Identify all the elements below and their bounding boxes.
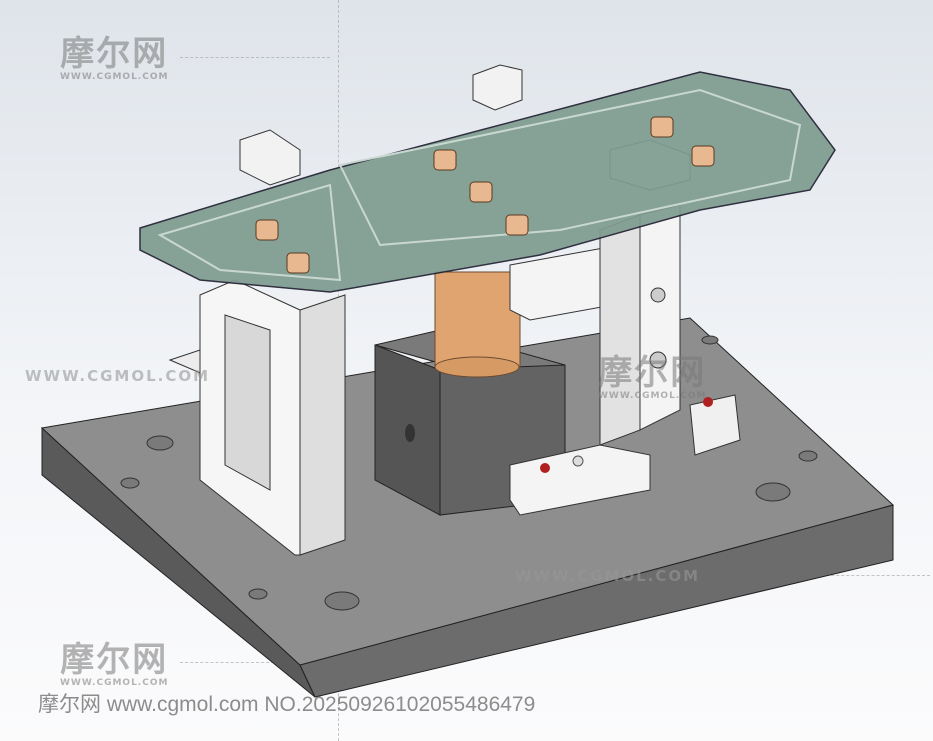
plate-hole	[248, 588, 268, 600]
left-bracket-slot	[224, 314, 271, 491]
bracket-hole	[650, 287, 666, 303]
pin-hole	[572, 455, 584, 467]
watermark-logo: 摩尔网 WWW.CGMOL.COM	[598, 355, 706, 401]
plate-hole	[798, 450, 818, 462]
right-bracket-foot	[509, 444, 651, 516]
watermark-logo-cn: 摩尔网	[60, 640, 169, 680]
nut	[286, 252, 310, 274]
watermark-logo: 摩尔网 WWW.CGMOL.COM	[60, 642, 168, 688]
watermark-logo-en: WWW.CGMOL.COM	[60, 678, 169, 688]
cylinder-body	[434, 271, 521, 368]
watermark-logo-en: WWW.CGMOL.COM	[60, 72, 169, 82]
red-pin	[540, 463, 550, 473]
tray-inner-right	[338, 88, 802, 247]
tray-inner-left	[157, 183, 342, 282]
watermark-url: WWW.CGMOL.COM	[25, 367, 211, 385]
watermark-url: WWW.CGMOL.COM	[515, 567, 701, 585]
nut	[650, 116, 674, 138]
bracket-hole	[649, 351, 667, 369]
nut	[505, 214, 529, 236]
plate-hole	[120, 477, 140, 489]
left-bracket-side	[299, 294, 346, 556]
back-top-block	[472, 64, 523, 111]
watermark-logo-en: WWW.CGMOL.COM	[598, 391, 707, 401]
nut	[469, 181, 493, 203]
right-pad	[689, 394, 741, 456]
footer-watermark: 摩尔网 www.cgmol.com NO.2025092610205548647…	[38, 693, 536, 716]
watermark-logo-cn: 摩尔网	[598, 353, 707, 393]
plate-hole	[755, 482, 791, 502]
block-hole	[405, 424, 415, 442]
plate-hole	[701, 335, 719, 345]
right-bracket-post-side	[599, 214, 641, 446]
plate-hole	[324, 591, 360, 611]
left-top-block	[239, 129, 301, 186]
nut	[691, 145, 715, 167]
nut	[433, 149, 457, 171]
guide-line	[180, 662, 330, 663]
cylinder-bottom	[434, 356, 520, 378]
watermark-logo: 摩尔网 WWW.CGMOL.COM	[60, 36, 168, 82]
guide-line	[180, 57, 330, 58]
plate-hole	[146, 435, 174, 451]
red-pin	[703, 397, 713, 407]
watermark-logo-cn: 摩尔网	[60, 34, 169, 74]
nut	[255, 219, 279, 241]
